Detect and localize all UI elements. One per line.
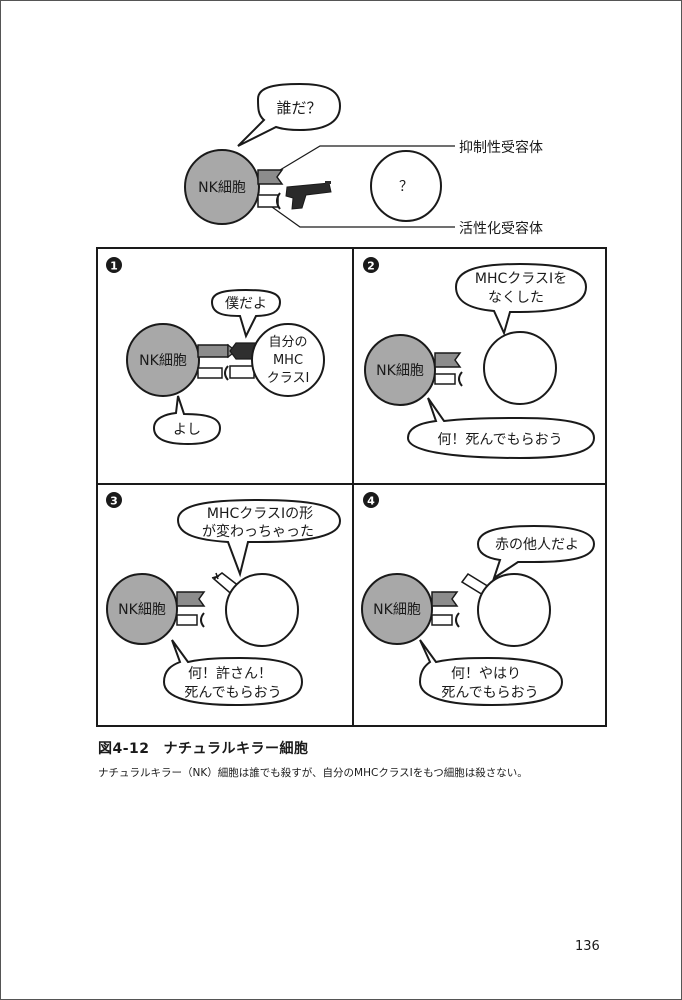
unknown-cell [370, 150, 442, 222]
panel-4: 赤の他人だよ NK細胞 何！やはり 死んでもらおう [361, 524, 596, 707]
inhibitory-leader-line [279, 145, 455, 171]
panel-4-target-speech: 赤の他人だよ [495, 537, 579, 553]
panel-2-nk-speech: 何！死んでもらおう [437, 432, 562, 448]
figure-title: ナチュラルキラー細胞 [163, 741, 309, 757]
top-speech-bubble: 誰だ？ [237, 82, 342, 147]
panel-1-nk-speech: よし [173, 422, 201, 438]
panel-1: 僕だよ NK細胞 自分の MHC クラスⅠ よし [126, 288, 325, 446]
panel-2-number: 2 [363, 257, 379, 273]
panel-4-nk-cell [361, 573, 433, 645]
panel-2: MHCクラスⅠを なくした NK細胞 何！死んでもらおう [364, 262, 596, 460]
svg-text:NK細胞: NK細胞 [373, 602, 421, 618]
panel-grid [96, 247, 607, 727]
panel-3-target-cell [225, 573, 299, 647]
svg-text:4: 4 [367, 495, 375, 508]
panel-1-nk-label: NK細胞 [139, 353, 187, 369]
top-activating-receptor [257, 194, 279, 208]
page-number: 136 [575, 939, 600, 954]
top-diagram: 誰だ？ NK細胞 ？ 抑制性受容体 活性化受容体 [184, 82, 543, 237]
panel-3-nk-speech-1: 何！許さん！ [188, 666, 272, 682]
top-nk-cell-label: NK細胞 [198, 180, 246, 196]
panel-3-target-speech-1: MHCクラスⅠの形 [207, 506, 313, 522]
panel-4-target-cell [477, 573, 551, 647]
panel-4-nk-speech-1: 何！やはり [451, 666, 521, 682]
panel-3-target-speech-2: が変わっちゃった [202, 523, 314, 540]
svg-text:クラスⅠ: クラスⅠ [267, 371, 310, 386]
pistol-icon [285, 181, 332, 210]
top-inhibitory-receptor [257, 169, 284, 185]
panel-2-nk-cell [364, 334, 436, 406]
figure-number: 図4-12 [98, 741, 150, 757]
activating-leader-line [271, 206, 455, 228]
panel-1-nk-cell [126, 323, 200, 397]
svg-text:自分の: 自分の [268, 335, 307, 350]
panel-2-target-cell [483, 331, 557, 405]
panel-1-self-cell [251, 323, 325, 397]
panel-2-target-speech-2: なくした [488, 290, 544, 306]
panel-3-nk-cell [106, 573, 178, 645]
panel-3-number: 3 [106, 492, 122, 508]
svg-text:NK細胞: NK細胞 [376, 363, 424, 379]
figure-caption-text: ナチュラルキラー（NK）細胞は誰でも殺すが、自分のMHCクラスⅠをもつ細胞は殺さ… [98, 767, 528, 779]
figure-caption-title: 図4-12 ナチュラルキラー細胞 [98, 738, 309, 758]
panel-3: MHCクラスⅠの形 が変わっちゃった NK細胞 何！許さん！ 死んでもらおう [106, 498, 342, 707]
activating-receptor-label: 活性化受容体 [459, 220, 543, 237]
panel-4-nk-speech-2: 死んでもらおう [441, 685, 538, 701]
svg-text:3: 3 [110, 495, 118, 508]
panel-1-target-speech: 僕だよ [225, 296, 267, 312]
svg-text:1: 1 [110, 260, 118, 273]
svg-text:MHC: MHC [273, 353, 303, 368]
top-nk-cell [184, 149, 260, 225]
panel-3-nk-speech-2: 死んでもらおう [184, 685, 281, 701]
top-speech-text: 誰だ？ [276, 99, 321, 117]
panel-2-target-speech-1: MHCクラスⅠを [475, 271, 567, 287]
svg-text:NK細胞: NK細胞 [118, 602, 166, 618]
svg-text:2: 2 [367, 260, 375, 273]
unknown-cell-label: ？ [399, 179, 413, 195]
inhibitory-receptor-label: 抑制性受容体 [459, 139, 543, 156]
panel-1-number: 1 [106, 257, 122, 273]
panel-4-number: 4 [363, 492, 379, 508]
